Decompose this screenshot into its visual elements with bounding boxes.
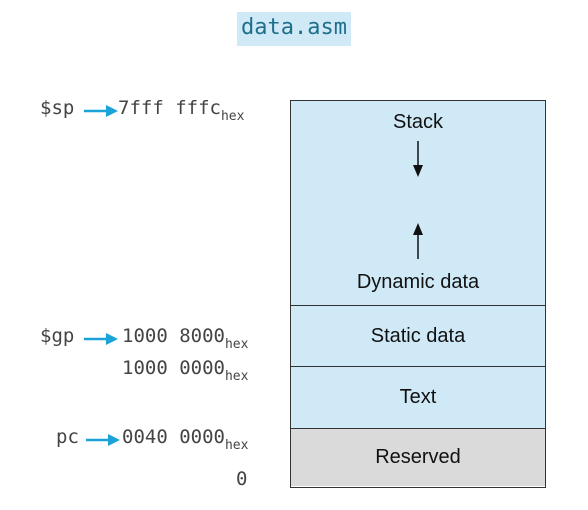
reserved-address: 0040 0000hex	[122, 426, 248, 453]
hex-subscript: hex	[224, 337, 249, 352]
pc-arrow-icon	[86, 434, 120, 446]
gp-arrow-icon	[84, 333, 118, 345]
stack-label: Stack	[392, 111, 444, 133]
hex-subscript: hex	[224, 369, 249, 384]
stack-top-address-value: 7fff fffc	[118, 97, 221, 119]
sp-arrow-icon	[84, 105, 118, 117]
reserved-address-value: 0040 0000	[122, 426, 225, 448]
reserved-segment: Reserved	[291, 428, 545, 486]
text-address: 1000 0000hex	[122, 357, 248, 384]
dynamic-data-label: Dynamic data	[356, 271, 480, 293]
hex-subscript: hex	[220, 109, 245, 124]
text-address-value: 1000 0000	[122, 357, 225, 379]
pc-register-label: pc	[56, 426, 79, 448]
text-label: Text	[399, 386, 437, 408]
hex-subscript: hex	[224, 438, 249, 453]
file-title-text: data.asm	[237, 12, 351, 46]
reserved-label: Reserved	[375, 446, 461, 468]
up-arrow-icon	[413, 223, 423, 259]
bottom-address: 0	[236, 468, 248, 490]
static-data-address: 1000 8000hex	[122, 325, 248, 352]
memory-map: Stack Dynamic data Static data Text Rese…	[290, 100, 546, 488]
gp-register-label: $gp	[40, 325, 75, 347]
static-data-segment: Static data	[291, 305, 545, 366]
file-title: data.asm	[0, 12, 588, 46]
stack-top-address: 7fff fffchex	[118, 97, 244, 124]
stack-segment: Stack Dynamic data	[291, 101, 545, 305]
static-data-address-value: 1000 8000	[122, 325, 225, 347]
sp-register-label: $sp	[40, 97, 75, 119]
down-arrow-icon	[413, 141, 423, 177]
text-segment: Text	[291, 366, 545, 428]
static-data-label: Static data	[370, 324, 466, 347]
